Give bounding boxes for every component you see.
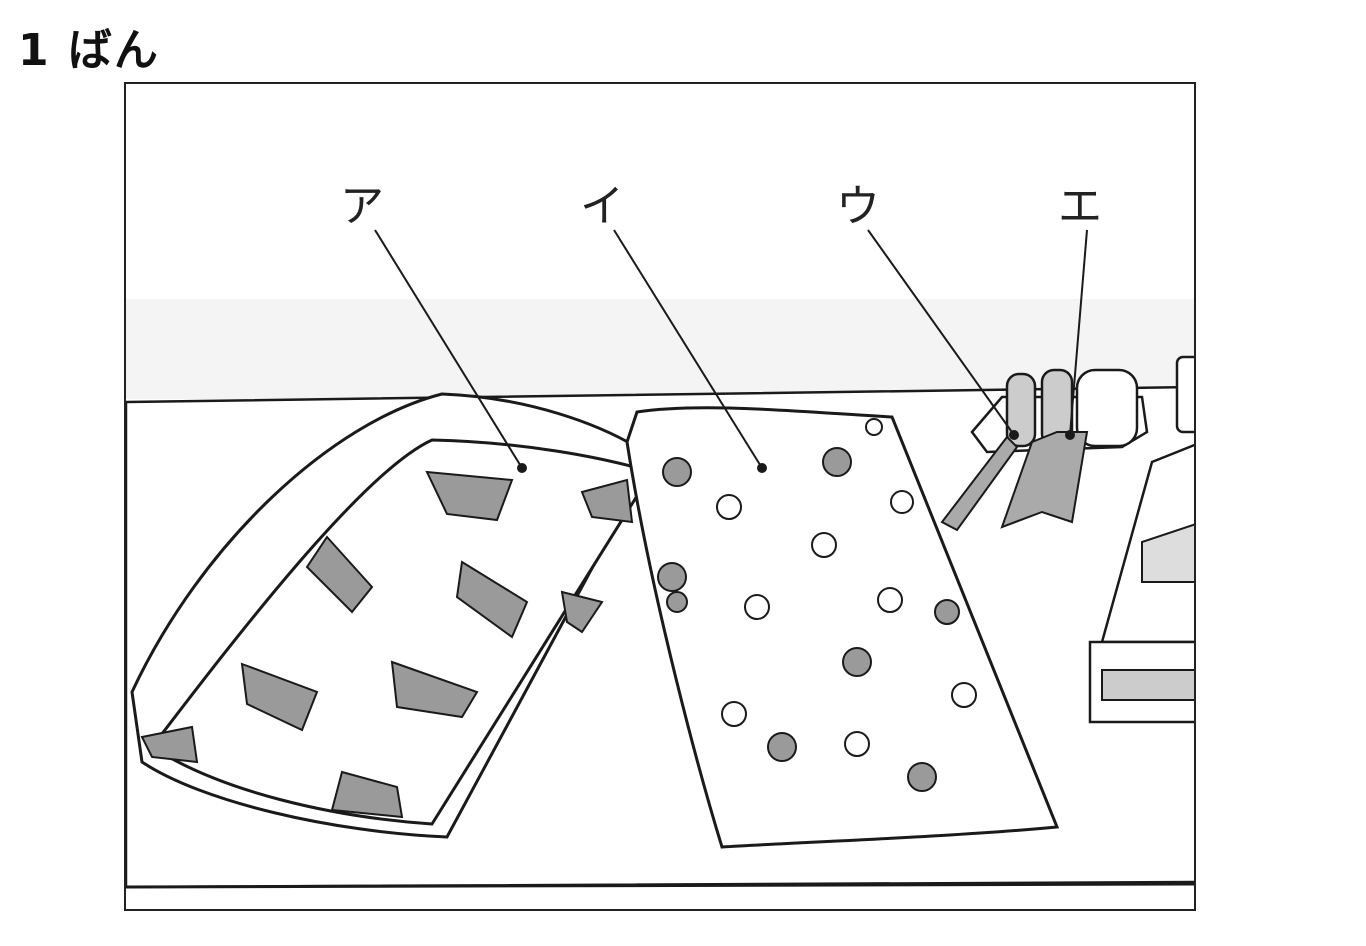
illustration	[126, 84, 1194, 889]
illustration-frame: ア イ ウ エ	[124, 82, 1196, 911]
pointer-dot-e	[1065, 430, 1075, 440]
label-e: エ	[1058, 181, 1102, 232]
cash-register	[1088, 355, 1194, 724]
label-i: イ	[580, 181, 624, 232]
wall	[126, 84, 1194, 299]
counter-edge	[126, 882, 1194, 889]
flower-wrapping-paper	[625, 406, 1060, 849]
label-u: ウ	[836, 181, 880, 232]
boat-wrapping-paper	[130, 392, 655, 839]
pointer-dot-u	[1009, 430, 1019, 440]
label-a: ア	[340, 181, 384, 232]
ribbon-dispenser	[940, 368, 1149, 532]
pointer-dot-i	[757, 463, 767, 473]
question-number: 1 ばん	[18, 25, 160, 76]
leader-lines	[374, 229, 1088, 469]
pointer-dot-a	[517, 463, 527, 473]
